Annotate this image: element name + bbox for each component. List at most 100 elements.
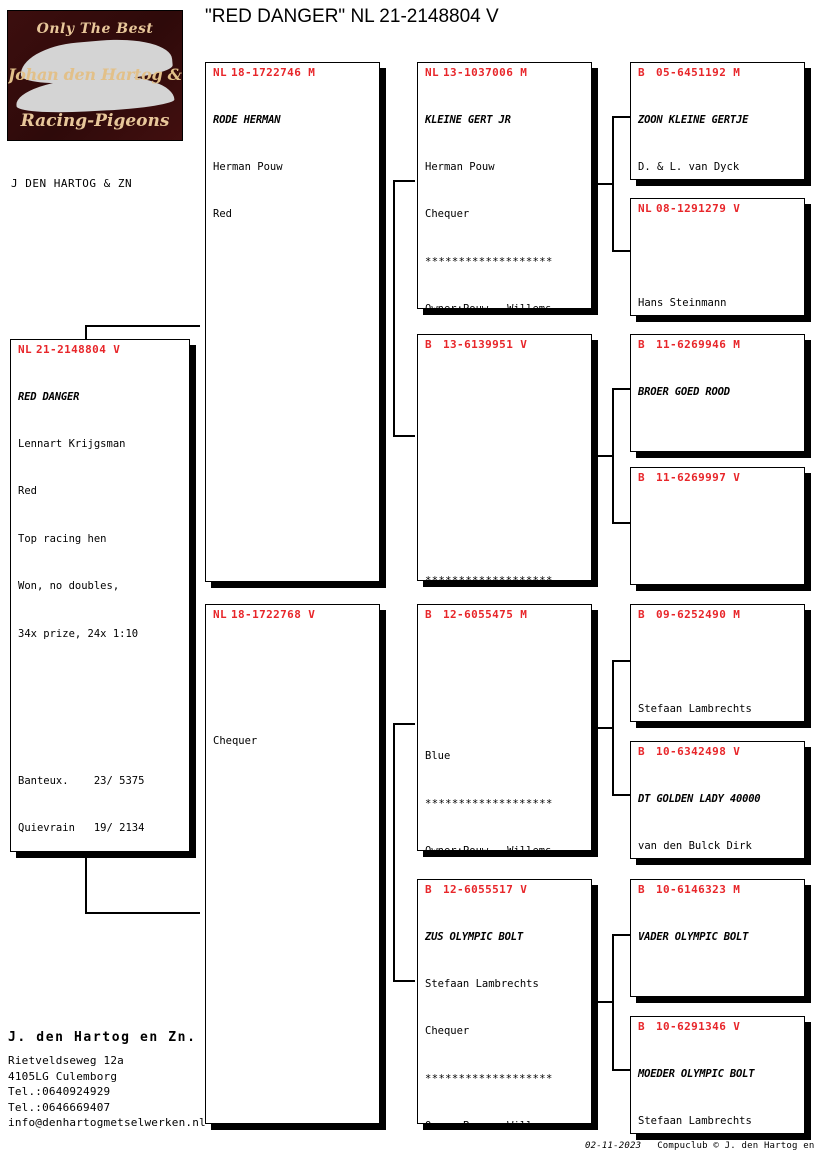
box-body-g2-2: ******************* Owner:Pouw - Willems…: [418, 353, 591, 580]
pigeon-name: MOEDER OLYMPIC BOLT: [638, 1067, 755, 1080]
spacer-line: [425, 385, 591, 401]
pigeon-name: VADER OLYMPIC BOLT: [638, 930, 749, 943]
owner-label: Owner:Pouw - Willems: [425, 844, 591, 850]
box-body-subject: RED DANGER Lennart Krijgsman Red Top rac…: [11, 358, 189, 674]
copyright-line: 02-11-2023 Compuclub © J. den Hartog en Z…: [585, 1141, 816, 1151]
connector-g1b-top: [393, 723, 415, 725]
box-body-g3-1: ZOON KLEINE GERTJE D. & L. van Dyck Cheq…: [631, 81, 804, 179]
color-line: Red: [213, 208, 232, 221]
spacer-line: [638, 565, 804, 581]
detail-line-2: Won, no doubles,: [18, 580, 120, 593]
footer-name: J. den Hartog en Zn.: [8, 1030, 197, 1045]
box-body-g3-6: DT GOLDEN LADY 40000 van den Bulck Dirk …: [631, 760, 804, 858]
divider-line: *******************: [425, 574, 591, 580]
owner-line: Herman Pouw: [213, 160, 283, 173]
spacer-line: [213, 686, 379, 702]
owner-line: Hans Steinmann: [638, 296, 727, 309]
footer-city-line: 4105LG Culemborg: [8, 1069, 118, 1083]
page-title: "RED DANGER" NL 21-2148804 V: [205, 6, 499, 27]
owner-line: D. & L. van Dyck: [638, 160, 740, 173]
pigeon-name: DT GOLDEN LADY 40000: [638, 792, 761, 805]
copyright-text: Compuclub © J. den Hartog en Zn.: [657, 1141, 816, 1151]
box-body-sire: RODE HERMAN Herman Pouw Red: [206, 81, 379, 255]
owner-line: Lennart Krijgsman: [18, 437, 126, 450]
color-line: Chequer: [425, 208, 470, 221]
owner-label: Owner:Pouw - Willems: [425, 1119, 591, 1123]
box-body-g3-5: Stefaan Lambrechts Blue Father of 10-361…: [631, 623, 804, 721]
connector-g2b-top: [612, 388, 634, 390]
connector-g2c-top: [612, 660, 634, 662]
pedigree-box-g2-3[interactable]: B12-6055475 M Blue ******************* O…: [417, 604, 592, 851]
divider-line: *******************: [425, 797, 553, 810]
footer-address-line: Rietveldseweg 12a: [8, 1054, 124, 1067]
divider-line: *******************: [425, 255, 553, 268]
connector-g2a-bottom: [612, 250, 634, 252]
connector-g1b-stem: [393, 723, 395, 981]
footer-tel-2: Tel.:0646669407: [8, 1100, 111, 1114]
connector-g2a-in: [590, 183, 613, 185]
connector-g1a-top: [393, 180, 415, 182]
connector-subject-top: [85, 325, 200, 327]
connector-g1b-bottom: [393, 980, 415, 982]
footer-tel-1: Tel.:0640924929: [8, 1085, 111, 1098]
box-body-g3-3: BROER GOED ROOD Not raced directly into …: [631, 353, 804, 451]
connector-g2d-bottom: [612, 1069, 634, 1071]
footer-email[interactable]: info@denhartogmetselwerken.nl: [8, 1116, 206, 1129]
owner-line: van den Bulck Dirk: [638, 839, 752, 852]
pigeon-name: ZOON KLEINE GERTJE: [638, 113, 749, 126]
spacer-line: [638, 249, 804, 265]
pedigree-box-g3-5[interactable]: B09-6252490 M Stefaan Lambrechts Blue Fa…: [630, 604, 805, 722]
print-date: 02-11-2023: [585, 1141, 642, 1151]
connector-g1a-stem: [393, 180, 395, 436]
connector-g2b-bottom: [612, 522, 634, 524]
pigeon-name: RODE HERMAN: [213, 113, 281, 126]
box-body-g3-2: Hans Steinmann Blue 1.ACE Old REG-7 2010…: [631, 217, 804, 315]
pedigree-box-g2-2[interactable]: B13-6139951 V ******************* Owner:…: [417, 334, 592, 581]
result-row: Quievrain 19/ 2134: [18, 821, 145, 834]
color-line: Red: [18, 485, 37, 498]
box-body-g3-8: MOEDER OLYMPIC BOLT Stefaan Lambrechts M…: [631, 1035, 804, 1133]
result-row: Banteux. 23/ 5375: [18, 774, 145, 787]
detail-line-1: Top racing hen: [18, 532, 107, 545]
breeder-line: J DEN HARTOG & ZN: [11, 177, 133, 190]
spacer-line: [425, 655, 591, 671]
logo-subtitle: Racing-Pigeons: [20, 111, 170, 131]
connector-g2a-top: [612, 116, 634, 118]
box-body-dam: Chequer: [206, 623, 379, 781]
color-line: Blue: [425, 750, 451, 763]
spacer-line: [425, 432, 591, 448]
pedigree-box-g3-4[interactable]: B11-6269997 V Won as Youngbird 18 prizes…: [630, 467, 805, 585]
connector-g2c-in: [590, 727, 613, 729]
color-line: Chequer: [425, 1025, 470, 1038]
spacer-line: [638, 432, 804, 448]
pigeon-name: KLEINE GERT JR: [425, 113, 511, 126]
logo-tagline: Only The Best: [36, 21, 154, 37]
pedigree-box-g3-3[interactable]: B11-6269946 M BROER GOED ROOD Not raced …: [630, 334, 805, 452]
color-line: Chequer: [213, 734, 258, 747]
brand-logo: Only The Best Johan den Hartog & Zn Raci…: [7, 10, 183, 141]
pedigree-box-g3-7[interactable]: B10-6146323 M VADER OLYMPIC BOLT Father …: [630, 879, 805, 997]
divider-line: *******************: [425, 1072, 553, 1085]
